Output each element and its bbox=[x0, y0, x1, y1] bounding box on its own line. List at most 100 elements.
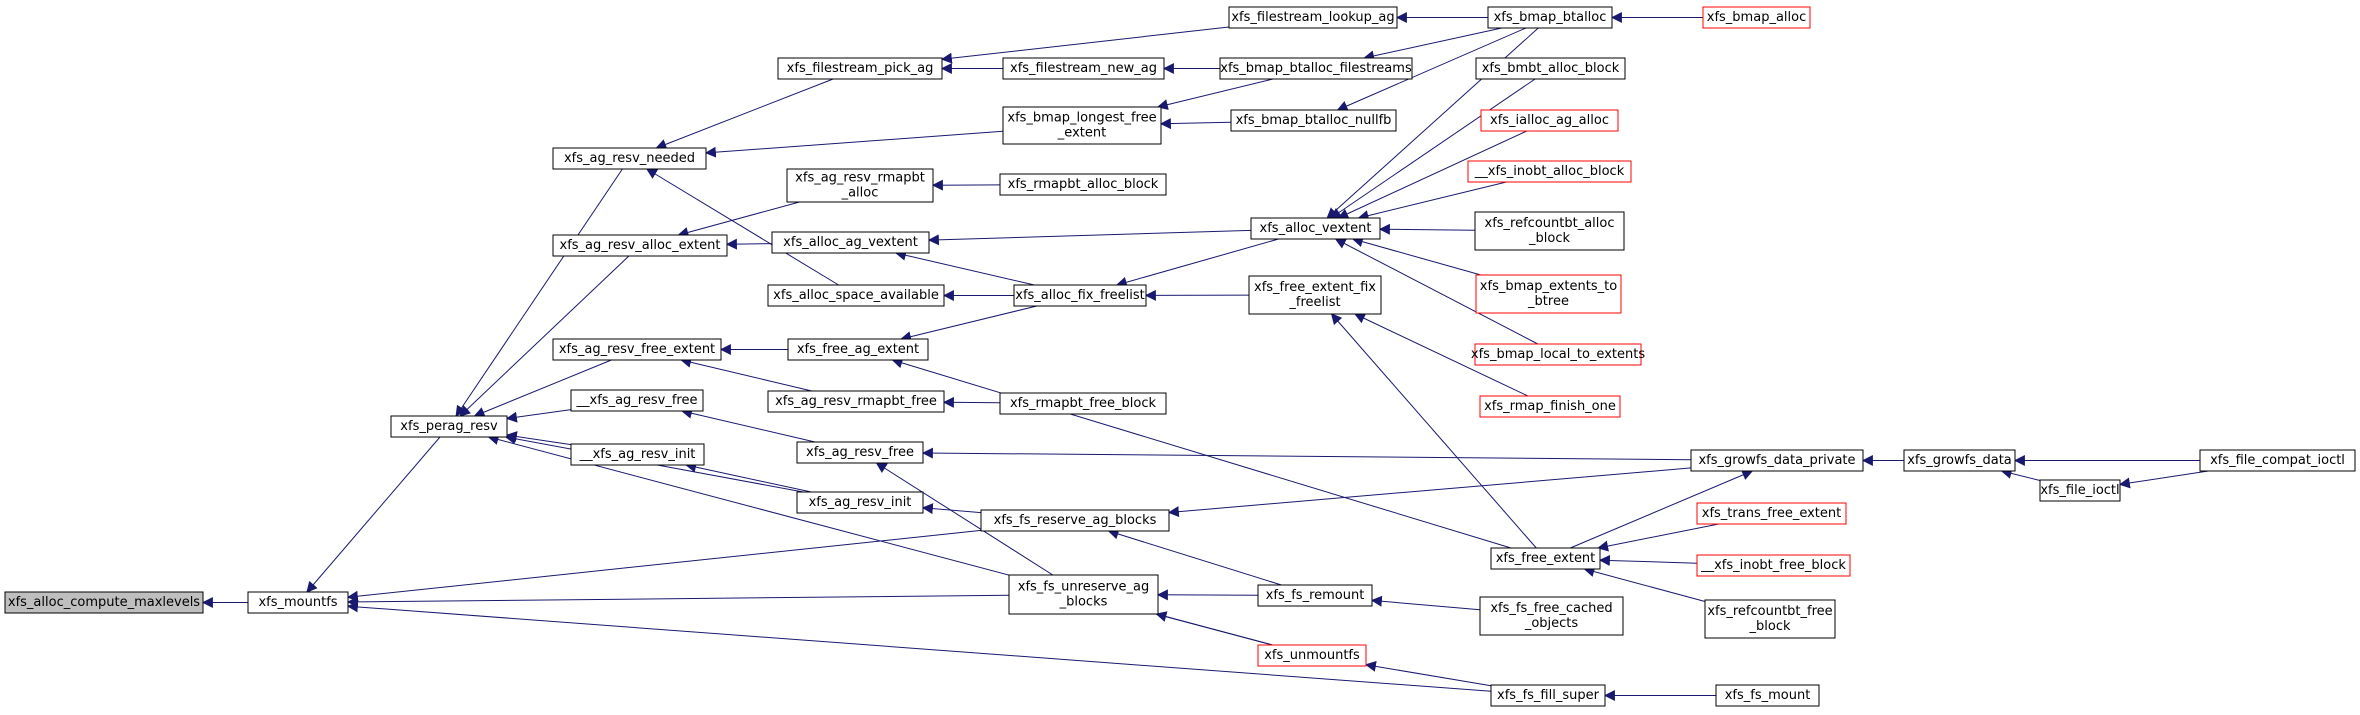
edge-alloc-fix-freelist-to-alloc-ag-vextent bbox=[894, 249, 1035, 286]
edge-alloc-vextent-to-alloc-fix-freelist bbox=[1115, 238, 1279, 288]
node-label: xfs_ag_resv_free bbox=[806, 445, 914, 460]
node-rmapbt-free-block[interactable]: xfs_rmapbt_free_block bbox=[999, 392, 1167, 415]
node-rmap-finish-one[interactable]: xfs_rmap_finish_one bbox=[1479, 395, 1621, 418]
node-free-extent[interactable]: xfs_free_extent bbox=[1490, 547, 1601, 570]
node-refcountbt-free-block[interactable]: xfs_refcountbt_free_block bbox=[1704, 599, 1836, 639]
node-fs-fill-super[interactable]: xfs_fs_fill_super bbox=[1490, 684, 1606, 707]
node-box bbox=[552, 234, 728, 257]
node-box bbox=[1467, 160, 1632, 183]
edge-free-extent-to-free-extent-fix-freelist bbox=[1330, 313, 1537, 549]
node-box bbox=[570, 443, 705, 466]
node-bmap-longest-free-extent[interactable]: xfs_bmap_longest_free_extent bbox=[1002, 106, 1162, 145]
node-fs-remount[interactable]: xfs_fs_remount bbox=[1257, 584, 1373, 607]
node-box bbox=[999, 392, 1167, 415]
node-label: xfs_fs_remount bbox=[1266, 588, 1365, 603]
node-label: xfs_ag_resv_alloc_extent bbox=[560, 238, 721, 253]
node-ag-resv-rmapbt-alloc[interactable]: xfs_ag_resv_rmapbt_alloc bbox=[786, 168, 934, 203]
node-fs-mount[interactable]: xfs_fs_mount bbox=[1715, 684, 1820, 707]
node-box bbox=[796, 441, 924, 464]
node-ag-resv-init[interactable]: xfs_ag_resv_init bbox=[796, 491, 924, 514]
node-label: xfs_bmap_extents_to bbox=[1480, 279, 1617, 294]
edge-u-inobt-free-block-to-free-extent bbox=[1598, 555, 1698, 567]
node-filestream-lookup-ag[interactable]: xfs_filestream_lookup_ag bbox=[1228, 6, 1398, 29]
node-free-extent-fix-freelist[interactable]: xfs_free_extent_fix_freelist bbox=[1248, 275, 1382, 315]
edge-trans-free-extent-to-free-extent bbox=[1597, 523, 1719, 552]
node-label: xfs_alloc_ag_vextent bbox=[783, 235, 918, 250]
edge-u-ag-resv-init-to-perag-resv bbox=[505, 431, 572, 446]
node-bmap-btalloc[interactable]: xfs_bmap_btalloc bbox=[1487, 6, 1613, 29]
node-label: __xfs_ag_resv_init bbox=[579, 447, 696, 462]
node-growfs-data-private[interactable]: xfs_growfs_data_private bbox=[1690, 449, 1864, 472]
node-bmap-btalloc-filestreams[interactable]: xfs_bmap_btalloc_filestreams bbox=[1219, 57, 1413, 80]
edge-ialloc-ag-alloc-to-alloc-vextent bbox=[1337, 130, 1528, 219]
node-trans-free-extent[interactable]: xfs_trans_free_extent bbox=[1696, 502, 1847, 525]
node-box bbox=[767, 284, 945, 307]
edge-refcountbt-alloc-block-to-alloc-vextent bbox=[1378, 223, 1476, 235]
node-bmap-extents-to-btree[interactable]: xfs_bmap_extents_to_btree bbox=[1475, 274, 1622, 314]
node-label: xfs_filestream_pick_ag bbox=[787, 61, 934, 76]
node-compute-maxlevels[interactable]: xfs_alloc_compute_maxlevels bbox=[4, 591, 204, 614]
edge-u-inobt-alloc-block-to-alloc-vextent bbox=[1357, 181, 1507, 222]
node-label: _btree bbox=[1527, 294, 1569, 309]
edge-fs-reserve-ag-blocks-to-ag-resv-init bbox=[921, 503, 982, 515]
node-perag-resv[interactable]: xfs_perag_resv bbox=[390, 415, 508, 438]
edge-ag-resv-alloc-extent-to-perag-resv bbox=[459, 255, 630, 417]
node-label: xfs_fs_fill_super bbox=[1497, 688, 1600, 703]
node-label: xfs_mountfs bbox=[258, 595, 337, 610]
node-fs-reserve-ag-blocks[interactable]: xfs_fs_reserve_ag_blocks bbox=[980, 509, 1170, 532]
edge-fs-unreserve-ag-blocks-to-ag-resv-free bbox=[875, 462, 1054, 576]
node-alloc-ag-vextent[interactable]: xfs_alloc_ag_vextent bbox=[771, 231, 930, 254]
node-fs-free-cached-objects[interactable]: xfs_fs_free_cached_objects bbox=[1479, 596, 1624, 636]
node-file-compat-ioctl[interactable]: xfs_file_compat_ioctl bbox=[2199, 449, 2356, 472]
node-label: __xfs_ag_resv_free bbox=[576, 393, 698, 408]
edge-layer bbox=[201, 12, 2209, 701]
node-label: xfs_fs_mount bbox=[1725, 688, 1811, 703]
node-unmountfs[interactable]: xfs_unmountfs bbox=[1257, 644, 1367, 667]
node-filestream-new-ag[interactable]: xfs_filestream_new_ag bbox=[1002, 57, 1165, 80]
node-growfs-data[interactable]: xfs_growfs_data bbox=[1903, 449, 2016, 472]
edge-unmountfs-to-fs-unreserve-ag-blocks bbox=[1155, 611, 1273, 646]
edge-bmap-extents-to-btree-to-alloc-vextent bbox=[1351, 236, 1482, 276]
node-alloc-vextent[interactable]: xfs_alloc_vextent bbox=[1250, 217, 1381, 240]
node-box bbox=[1474, 211, 1625, 251]
edge-fs-fill-super-to-mountfs bbox=[346, 601, 1492, 692]
node-box bbox=[1257, 644, 1367, 667]
node-free-ag-extent[interactable]: xfs_free_ag_extent bbox=[787, 338, 929, 361]
node-u-ag-resv-free[interactable]: __xfs_ag_resv_free bbox=[570, 389, 704, 412]
node-box bbox=[999, 173, 1167, 196]
node-ag-resv-needed[interactable]: xfs_ag_resv_needed bbox=[552, 147, 707, 170]
node-ag-resv-free[interactable]: xfs_ag_resv_free bbox=[796, 441, 924, 464]
node-bmap-alloc[interactable]: xfs_bmap_alloc bbox=[1702, 6, 1811, 29]
node-box bbox=[1704, 599, 1836, 639]
node-ag-resv-alloc-extent[interactable]: xfs_ag_resv_alloc_extent bbox=[552, 234, 728, 257]
node-box bbox=[1008, 574, 1159, 615]
node-fs-unreserve-ag-blocks[interactable]: xfs_fs_unreserve_ag_blocks bbox=[1008, 574, 1159, 615]
node-u-inobt-alloc-block[interactable]: __xfs_inobt_alloc_block bbox=[1467, 160, 1632, 183]
node-bmap-btalloc-nullfb[interactable]: xfs_bmap_btalloc_nullfb bbox=[1230, 109, 1397, 132]
node-filestream-pick-ag[interactable]: xfs_filestream_pick_ag bbox=[777, 57, 943, 80]
edge-alloc-vextent-to-alloc-ag-vextent bbox=[927, 229, 1252, 246]
node-label: xfs_fs_free_cached bbox=[1490, 601, 1612, 616]
node-mountfs[interactable]: xfs_mountfs bbox=[247, 591, 349, 614]
node-bmap-local-to-extents[interactable]: xfs_bmap_local_to_extents bbox=[1471, 343, 1645, 366]
node-label: __xfs_inobt_free_block bbox=[1700, 558, 1846, 573]
node-label: xfs_bmap_longest_free bbox=[1007, 111, 1156, 126]
node-box bbox=[767, 390, 945, 413]
node-label: xfs_rmapbt_alloc_block bbox=[1008, 177, 1159, 192]
node-ag-resv-rmapbt-free[interactable]: xfs_ag_resv_rmapbt_free bbox=[767, 390, 945, 413]
node-alloc-space-available[interactable]: xfs_alloc_space_available bbox=[767, 284, 945, 307]
node-u-inobt-free-block[interactable]: __xfs_inobt_free_block bbox=[1696, 554, 1851, 577]
node-alloc-fix-freelist[interactable]: xfs_alloc_fix_freelist bbox=[1013, 284, 1147, 307]
edge-filestream-pick-ag-to-ag-resv-needed bbox=[655, 78, 834, 150]
node-rmapbt-alloc-block[interactable]: xfs_rmapbt_alloc_block bbox=[999, 173, 1167, 196]
node-label: _blocks bbox=[1059, 595, 1108, 610]
node-refcountbt-alloc-block[interactable]: xfs_refcountbt_alloc_block bbox=[1474, 211, 1625, 251]
node-label: xfs_trans_free_extent bbox=[1702, 506, 1842, 521]
node-ag-resv-free-extent[interactable]: xfs_ag_resv_free_extent bbox=[552, 338, 722, 361]
node-ialloc-ag-alloc[interactable]: xfs_ialloc_ag_alloc bbox=[1480, 109, 1619, 132]
node-bmbt-alloc-block[interactable]: xfs_bmbt_alloc_block bbox=[1475, 57, 1626, 80]
node-u-ag-resv-init[interactable]: __xfs_ag_resv_init bbox=[570, 443, 705, 466]
node-file-ioctl[interactable]: xfs_file_ioctl bbox=[2039, 479, 2121, 502]
node-box bbox=[980, 509, 1170, 532]
node-label: xfs_unmountfs bbox=[1264, 648, 1360, 663]
